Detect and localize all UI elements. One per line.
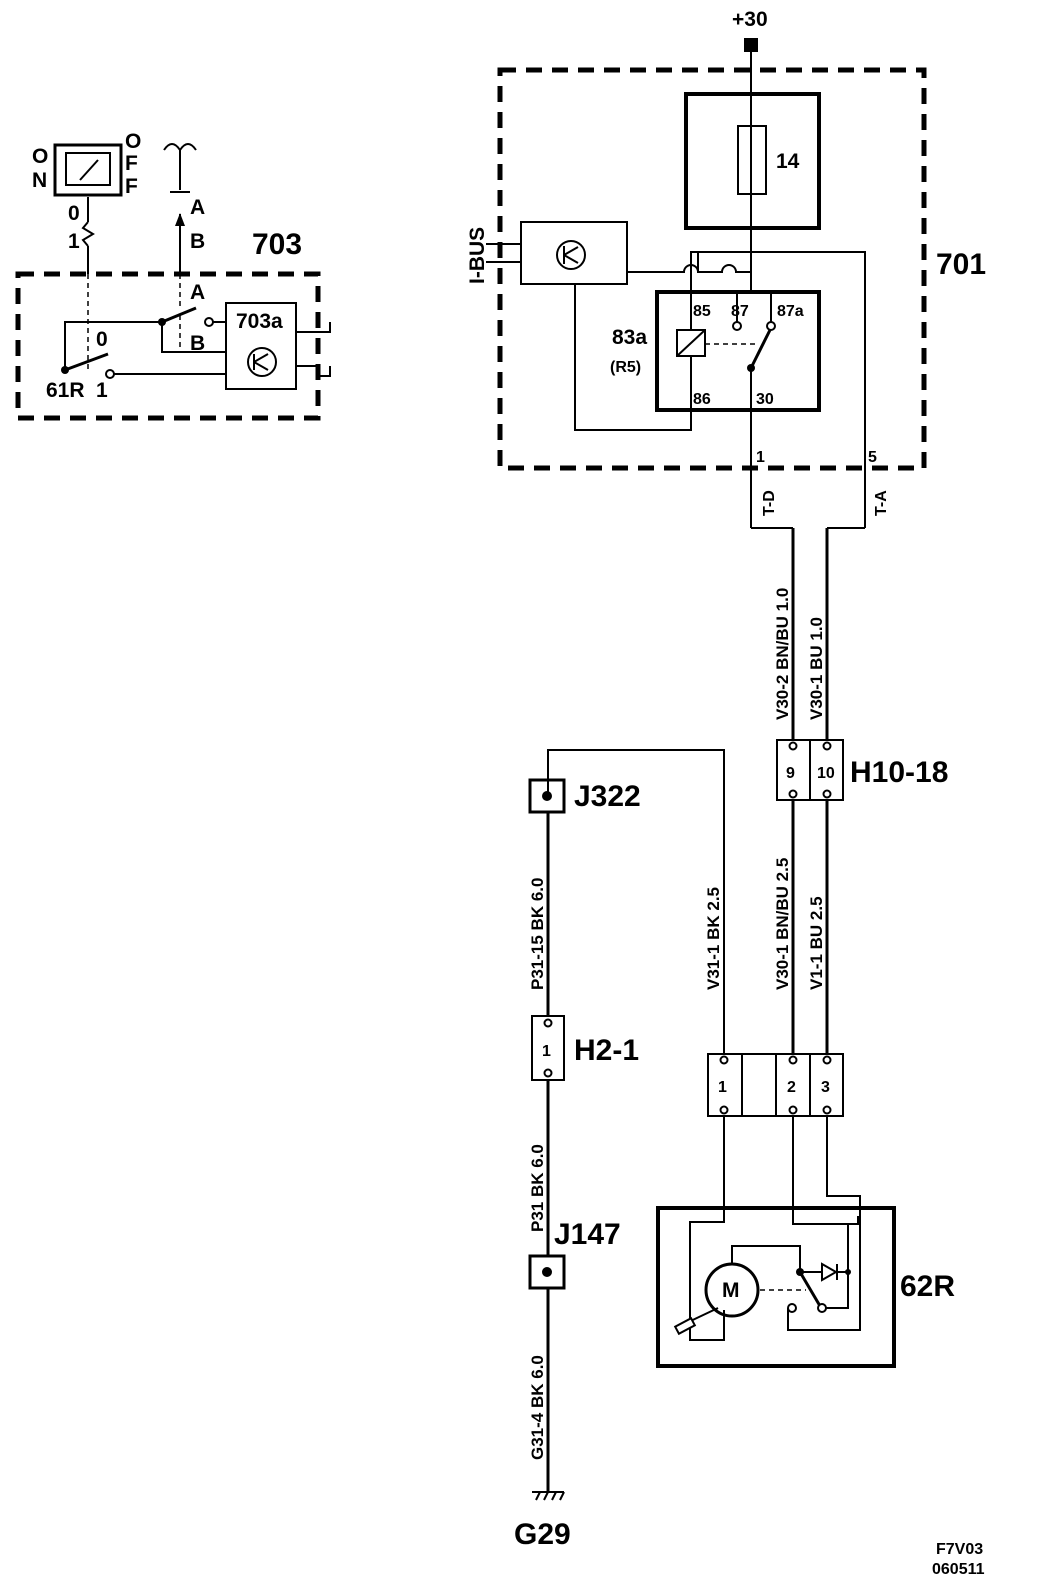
- motor-conn-pin-1: 1: [718, 1079, 727, 1096]
- wire-v30-1-bot: V30-1 BN/BU 2.5: [773, 858, 792, 990]
- relay-pin-30: 30: [756, 391, 774, 408]
- onoff-switch-icon: [53, 143, 123, 197]
- motor-62r-box: [656, 1206, 896, 1368]
- fuse-label: 14: [776, 150, 800, 173]
- switch-pos-0: 0: [68, 202, 80, 225]
- h10-pin-10: 10: [817, 765, 835, 782]
- wire-v1-1: V1-1 BU 2.5: [807, 896, 826, 990]
- ibus-transistor-icon: [556, 240, 586, 270]
- supply-terminal: [744, 38, 758, 52]
- wire-v30-2: V30-2 BN/BU 1.0: [773, 588, 792, 720]
- ibus-transceiver: [520, 221, 628, 285]
- motor-conn-pin-2: 2: [787, 1079, 796, 1096]
- motor-62r: 62R M: [656, 1206, 955, 1368]
- label-703a: 703a: [236, 310, 283, 333]
- module-701-border: [497, 67, 927, 471]
- module-703-border: [15, 271, 321, 421]
- wire-p31: P31 BK 6.0: [528, 1144, 547, 1232]
- module-703: 703 O N O F F 0 1 A B A B: [15, 130, 331, 421]
- sw61r-pos-1: 1: [96, 379, 108, 402]
- doc-date: 060511: [932, 1561, 985, 1578]
- relay-pin-87a: 87a: [777, 303, 804, 320]
- supply-label: +30: [732, 8, 768, 31]
- sw61r-pos-0: 0: [96, 328, 108, 351]
- switch-pos-1: 1: [68, 230, 80, 253]
- signal-b: B: [190, 230, 205, 253]
- pin-701-5: 5: [868, 449, 877, 466]
- ibus-label: I-BUS: [466, 227, 489, 284]
- transistor-icon: [247, 347, 277, 377]
- relay-pin-85: 85: [693, 303, 711, 320]
- harness: V30-2 BN/BU 1.0 V30-1 BU 1.0 9 10 H10-18…: [547, 528, 948, 1216]
- module-701: 701 +30 14 I-BUS 85 87 87a 86 30: [466, 8, 986, 529]
- wire-p31-15: P31-15 BK 6.0: [528, 878, 547, 990]
- on-label-n: N: [32, 169, 47, 192]
- on-label-o: O: [32, 145, 48, 168]
- label-g29: G29: [514, 1518, 571, 1551]
- motor-m: M: [722, 1279, 740, 1302]
- wire-g31-4: G31-4 BK 6.0: [528, 1355, 547, 1460]
- off-label-f1: F: [125, 152, 138, 175]
- off-label-o: O: [125, 130, 141, 153]
- doc-code: F7V03: [936, 1541, 983, 1558]
- label-703: 703: [252, 228, 302, 261]
- switch-703-a: A: [190, 281, 205, 304]
- fuse-box: [684, 92, 821, 230]
- relay-label: 83a: [612, 326, 647, 349]
- relay-pin-86: 86: [693, 391, 711, 408]
- pin-701-ta: T-A: [873, 490, 890, 516]
- pin-701-1: 1: [756, 449, 765, 466]
- switch-703-b: B: [190, 332, 205, 355]
- relay-pin-87: 87: [731, 303, 749, 320]
- diode-icon: [821, 1262, 839, 1282]
- label-62r: 62R: [900, 1270, 955, 1303]
- label-h10-18: H10-18: [850, 756, 948, 789]
- motor-conn-pin-3: 3: [821, 1079, 830, 1096]
- h10-pin-9: 9: [786, 765, 795, 782]
- wire-v31-1: V31-1 BK 2.5: [704, 887, 723, 990]
- label-j147: J147: [554, 1218, 621, 1251]
- label-h2-1: H2-1: [574, 1034, 639, 1067]
- label-61r: 61R: [46, 379, 85, 402]
- pin-701-td: T-D: [761, 490, 778, 516]
- off-label-f2: F: [125, 175, 138, 198]
- label-701: 701: [936, 248, 986, 281]
- box-703a: [225, 302, 297, 390]
- label-j322: J322: [574, 780, 641, 813]
- antenna-icon: [163, 143, 197, 152]
- signal-a: A: [190, 196, 205, 219]
- ground-icon: [532, 1491, 565, 1501]
- relay-sub-label: (R5): [610, 359, 641, 376]
- ground-path: J322 P31-15 BK 6.0 1 H2-1 P31 BK 6.0 J14…: [514, 778, 641, 1551]
- wire-v30-1-top: V30-1 BU 1.0: [807, 617, 826, 720]
- h2-pin-1: 1: [542, 1043, 551, 1060]
